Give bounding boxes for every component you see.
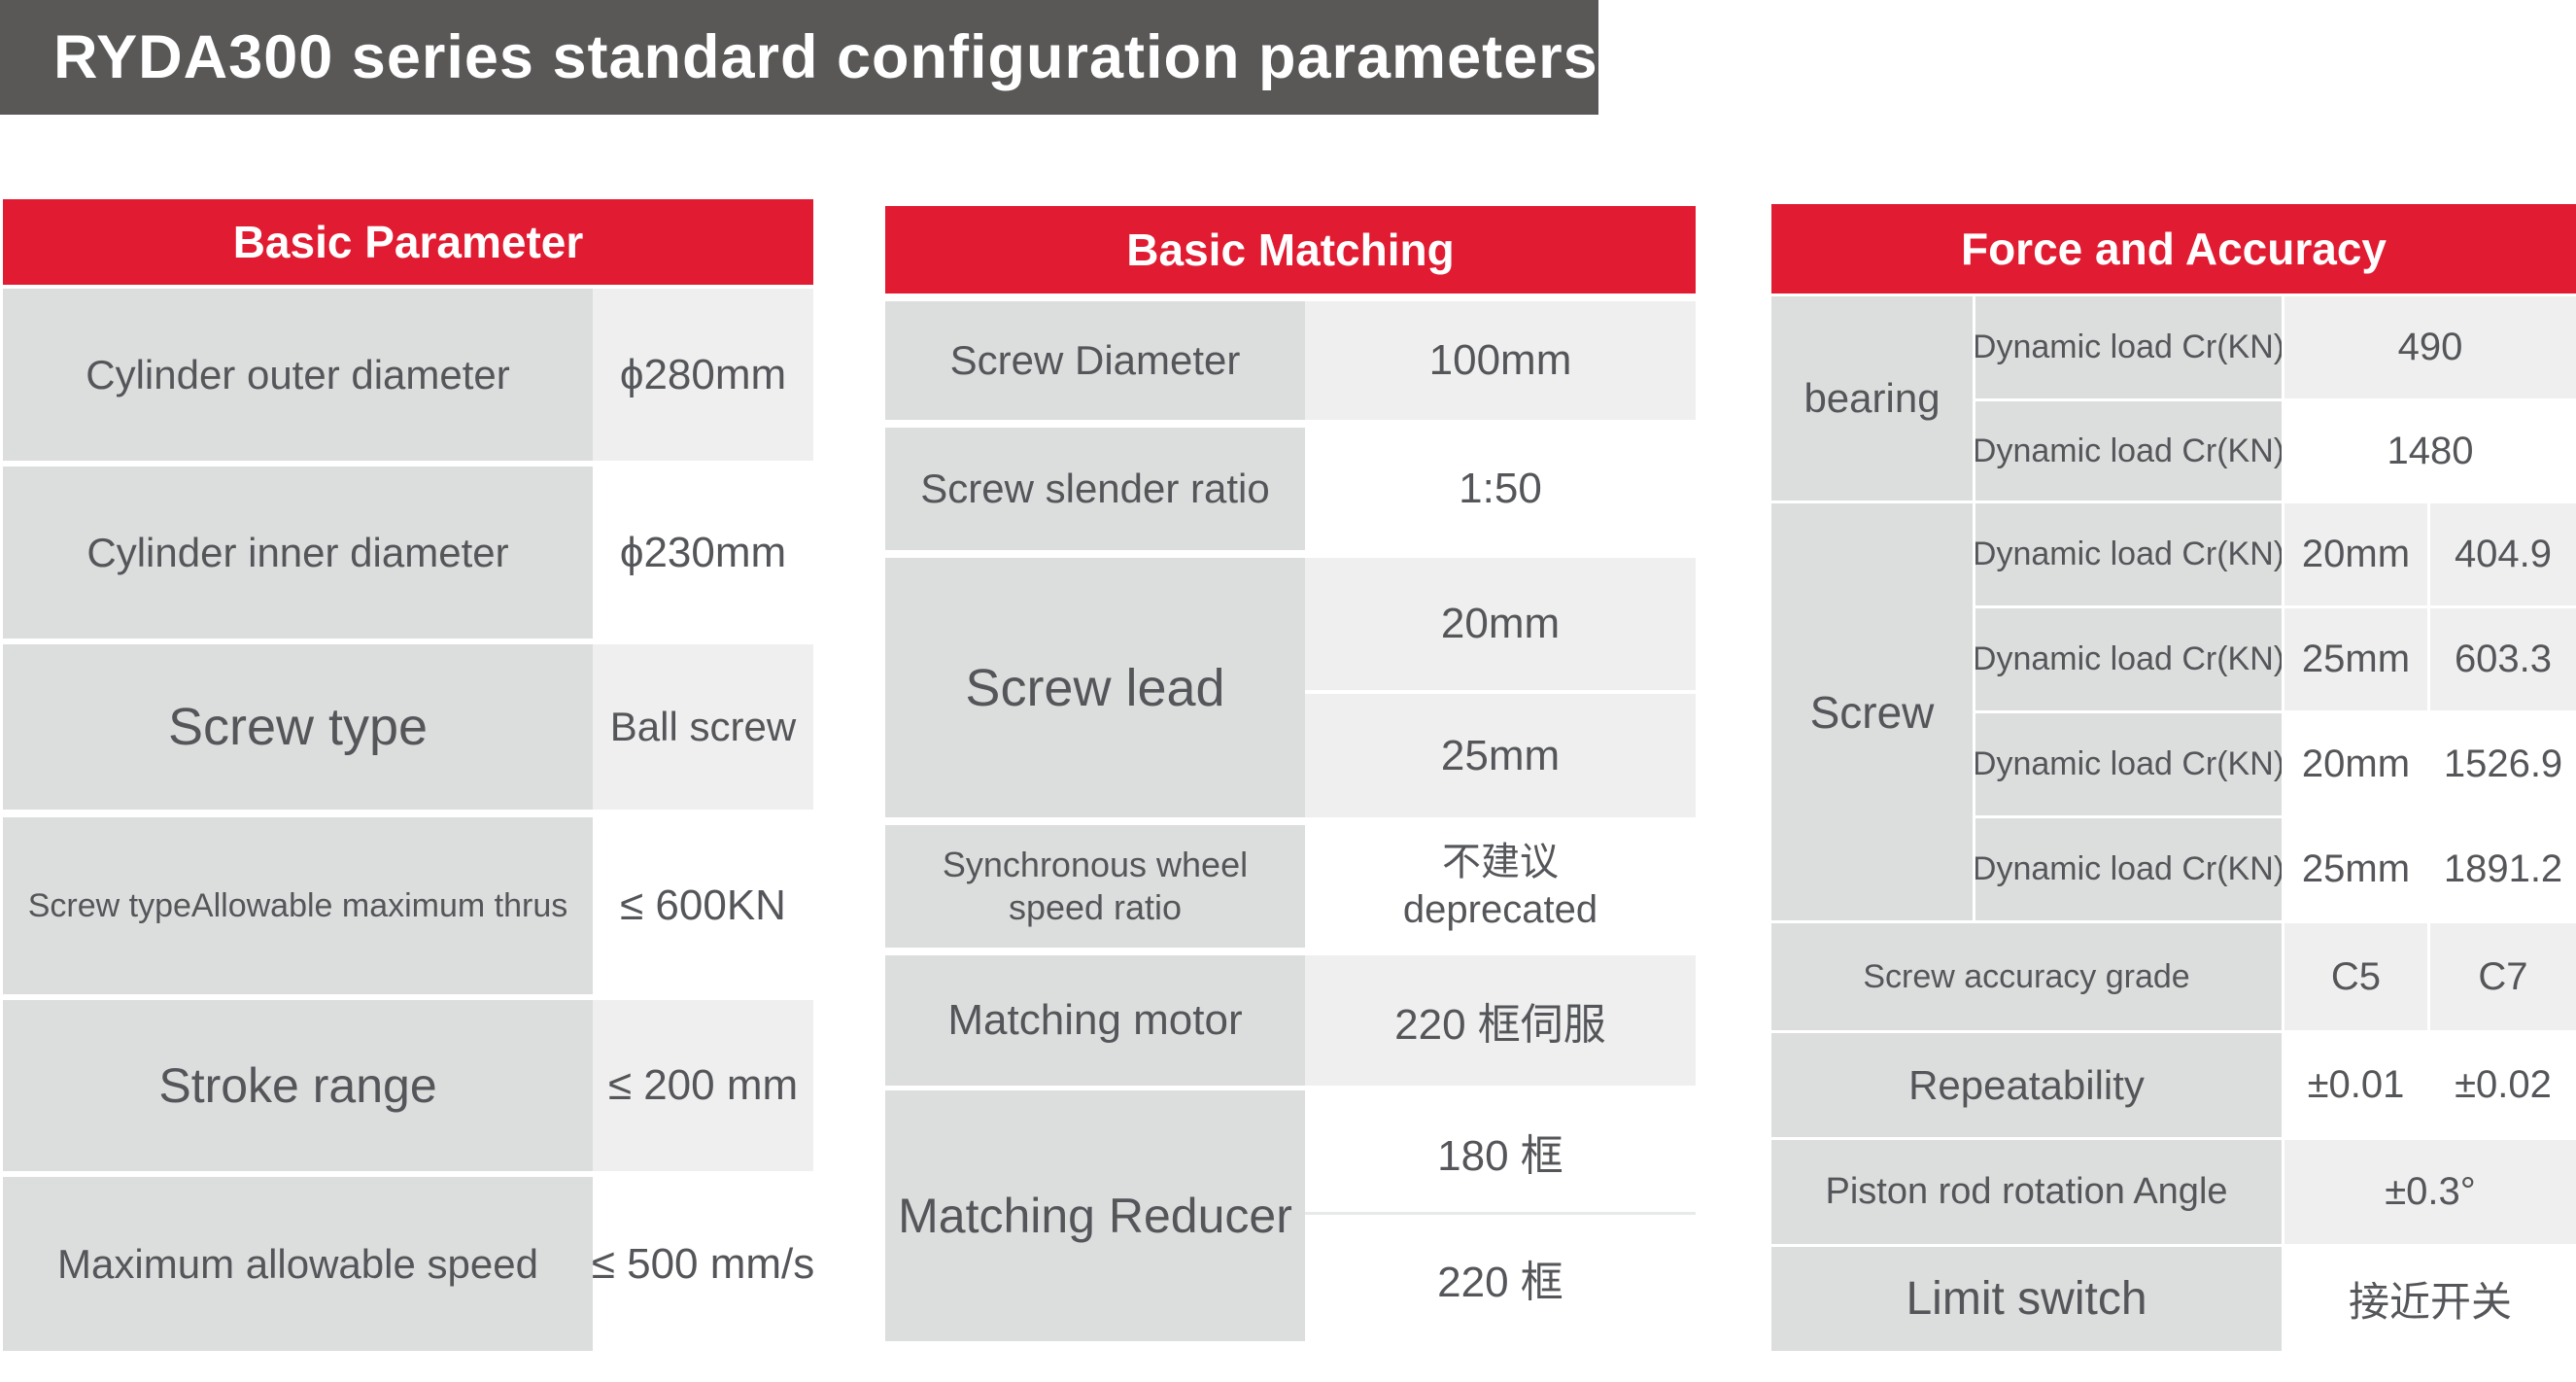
row-label: Matching Reducer [885, 1090, 1305, 1341]
row-value: ≤ 600KN [593, 817, 813, 994]
row-lead: 20mm [2284, 713, 2427, 815]
table-row: Synchronous wheel speed ratio 不建议 deprec… [885, 825, 1696, 948]
row-value: ±0.01 [2284, 1033, 2427, 1137]
row-value: 404.9 [2430, 503, 2576, 605]
table-header-force-and-accuracy: Force and Accuracy [1771, 204, 2576, 294]
row-label: Screw slender ratio [885, 428, 1305, 550]
row-label: Dynamic load Cr(KN) [1975, 818, 2282, 920]
title-bar: RYDA300 series standard configuration pa… [0, 0, 1598, 115]
row-label: Screw lead [885, 558, 1305, 817]
table-row: Cylinder inner diameter ϕ230mm [3, 466, 813, 639]
group-label: bearing [1771, 296, 1973, 501]
group-label: Screw [1771, 503, 1973, 920]
row-value: 接近开关 [2284, 1247, 2576, 1351]
table-row: Screw Diameter 100mm [885, 301, 1696, 420]
table-row: Piston rod rotation Angle ±0.3° [1771, 1140, 2576, 1244]
table-basic-matching: Basic Matching Screw Diameter 100mm Scre… [885, 206, 1696, 1341]
row-label: Dynamic load Cr(KN) [1975, 401, 2282, 501]
row-label: Limit switch [1771, 1247, 2282, 1351]
row-label: Maximum allowable speed [3, 1177, 593, 1351]
row-label: Stroke range [3, 1000, 593, 1171]
table-row: Screw typeAllowable maximum thrus ≤ 600K… [3, 817, 813, 994]
table-row: Limit switch 接近开关 [1771, 1247, 2576, 1351]
table-row: Screw slender ratio 1:50 [885, 428, 1696, 550]
row-value: 180 框 [1305, 1090, 1696, 1212]
row-label: Screw type [3, 644, 593, 810]
row-value: Ball screw [593, 644, 813, 810]
row-value: 220 框伺服 [1305, 955, 1696, 1086]
row-label: Piston rod rotation Angle [1771, 1140, 2282, 1244]
table-header-basic-parameter: Basic Parameter [3, 199, 813, 285]
table-basic-parameter: Basic Parameter Cylinder outer diameter … [3, 199, 813, 1351]
table-row-group-screw-lead: Screw lead 20mm 25mm [885, 558, 1696, 817]
row-value: ≤ 200 mm [593, 1000, 813, 1171]
row-value: ±0.3° [2284, 1140, 2576, 1244]
row-label: Dynamic load Cr(KN) [1975, 713, 2282, 815]
table-row: Dynamic load Cr(KN) 20mm 404.9 [1975, 503, 2576, 605]
row-value: 20mm [1305, 558, 1696, 690]
table-row: Cylinder outer diameter ϕ280mm [3, 289, 813, 461]
table-row: Screw accuracy grade C5 C7 [1771, 923, 2576, 1030]
row-label: Matching motor [885, 955, 1305, 1086]
row-label: Screw typeAllowable maximum thrus [3, 817, 593, 994]
row-value: C5 [2284, 923, 2427, 1030]
table-row: Screw type Ball screw [3, 644, 813, 810]
row-lead: 20mm [2284, 503, 2427, 605]
row-value: 490 [2284, 296, 2576, 398]
row-label: Repeatability [1771, 1033, 2282, 1137]
row-label: Dynamic load Cr(KN) [1975, 503, 2282, 605]
sub-row-divider [1305, 1212, 1696, 1215]
table-row: Matching motor 220 框伺服 [885, 955, 1696, 1086]
table-row: Dynamic load Cr(KN) 25mm 1891.2 [1975, 818, 2576, 920]
row-value: 100mm [1305, 301, 1696, 420]
row-label: Cylinder outer diameter [3, 289, 593, 461]
row-value: 1526.9 [2430, 713, 2576, 815]
row-value: 603.3 [2430, 608, 2576, 710]
row-value: 1:50 [1305, 428, 1696, 550]
table-row: Dynamic load Cr(KN) 1480 [1975, 401, 2576, 501]
sub-row-divider [1305, 690, 1696, 694]
row-value: C7 [2430, 923, 2576, 1030]
row-value: ±0.02 [2430, 1033, 2576, 1137]
table-row: Dynamic load Cr(KN) 490 [1975, 296, 2576, 398]
table-force-and-accuracy: Force and Accuracy bearing Dynamic load … [1771, 204, 2576, 1351]
row-value: 220 框 [1305, 1215, 1696, 1341]
group-band-bearing: bearing Dynamic load Cr(KN) 490 Dynamic … [1771, 296, 2576, 501]
row-value: 1480 [2284, 401, 2576, 501]
row-value: 1891.2 [2430, 818, 2576, 920]
table-row: Repeatability ±0.01 ±0.02 [1771, 1033, 2576, 1137]
table-header-basic-matching: Basic Matching [885, 206, 1696, 294]
table-row: Maximum allowable speed ≤ 500 mm/s [3, 1177, 813, 1351]
row-value: 25mm [1305, 694, 1696, 817]
row-label: Dynamic load Cr(KN) [1975, 608, 2282, 710]
row-value: 不建议 deprecated [1305, 825, 1696, 948]
group-band-screw: Screw Dynamic load Cr(KN) 20mm 404.9 Dyn… [1771, 503, 2576, 920]
row-lead: 25mm [2284, 608, 2427, 710]
table-row: Stroke range ≤ 200 mm [3, 1000, 813, 1171]
page-title: RYDA300 series standard configuration pa… [53, 23, 1598, 91]
table-row: Dynamic load Cr(KN) 20mm 1526.9 [1975, 713, 2576, 815]
row-label: Screw Diameter [885, 301, 1305, 420]
row-lead: 25mm [2284, 818, 2427, 920]
row-label: Dynamic load Cr(KN) [1975, 296, 2282, 398]
row-label: Synchronous wheel speed ratio [885, 825, 1305, 948]
row-value: ϕ230mm [593, 466, 813, 639]
row-value: ϕ280mm [593, 289, 813, 461]
table-row: Dynamic load Cr(KN) 25mm 603.3 [1975, 608, 2576, 710]
row-label: Screw accuracy grade [1771, 923, 2282, 1030]
table-row-group-matching-reducer: Matching Reducer 180 框 220 框 [885, 1090, 1696, 1341]
row-value: ≤ 500 mm/s [593, 1177, 813, 1351]
row-label: Cylinder inner diameter [3, 466, 593, 639]
